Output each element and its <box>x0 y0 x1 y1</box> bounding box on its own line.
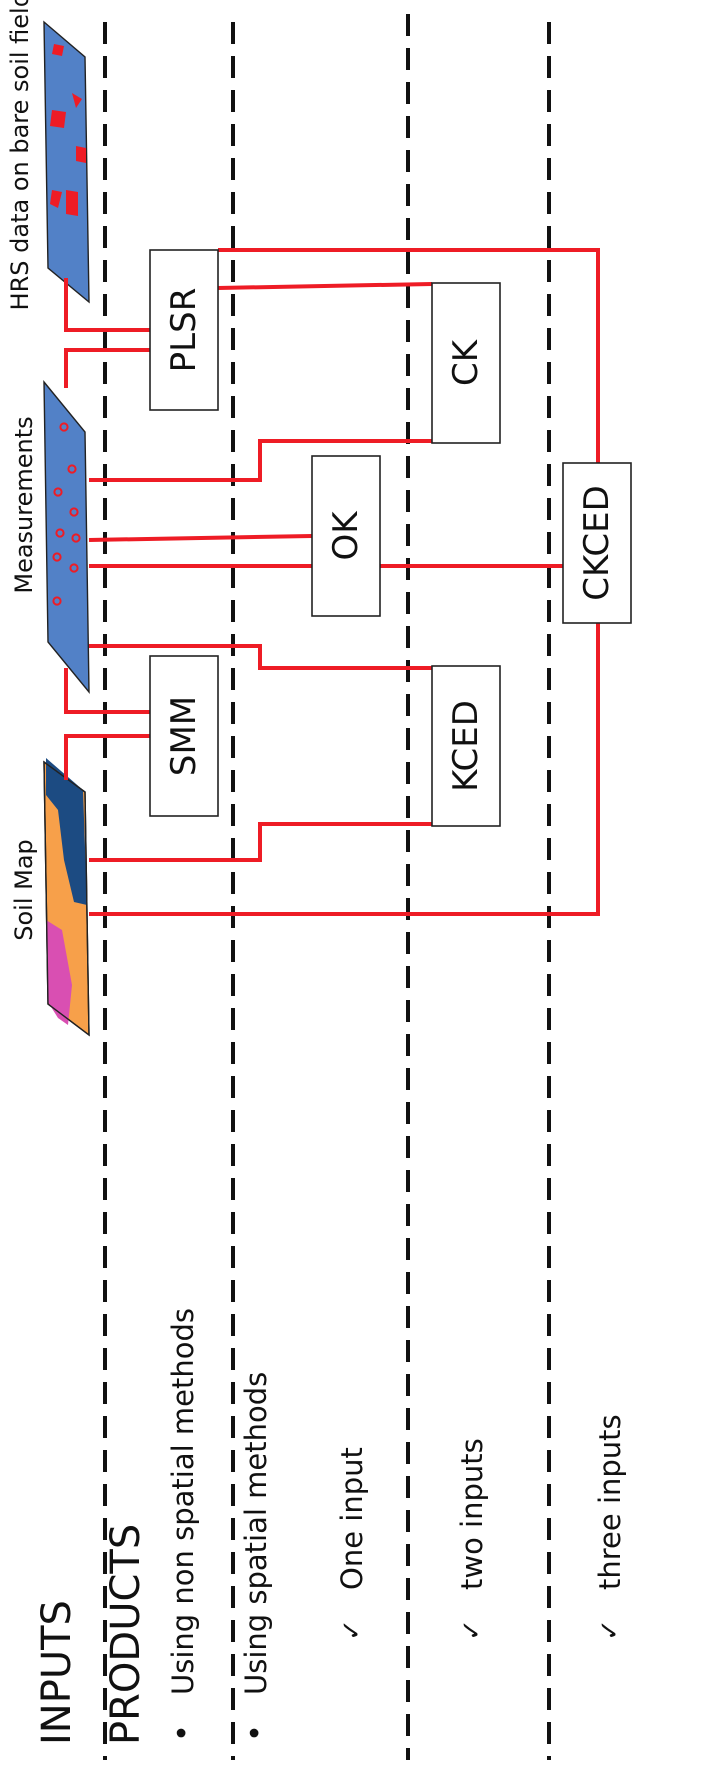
link-soilmap-ckced <box>89 622 600 916</box>
smm-label: SMM <box>164 696 204 776</box>
ok-label: OK <box>326 510 366 561</box>
one-input-label: One input <box>335 1447 369 1590</box>
measurement-point <box>69 563 79 573</box>
link-hrs-plsr <box>64 278 150 332</box>
link-measurements-ok-upper <box>88 534 313 542</box>
soil-map-outline <box>43 760 90 1037</box>
bare-soil-field <box>76 146 86 163</box>
bare-soil-field <box>52 44 64 56</box>
check-three-inputs: ✓ <box>595 1619 625 1641</box>
spatial-methods-label: Using spatial methods <box>239 1372 273 1695</box>
soil-map-navy-area <box>46 758 87 905</box>
ck-box <box>431 282 501 444</box>
method-box-ckced[interactable]: CKCED <box>562 462 632 624</box>
dashed-separators <box>103 14 551 1760</box>
method-box-plsr[interactable]: PLSR <box>149 249 219 411</box>
hrs-layer <box>43 20 90 304</box>
link-plsr-ck <box>217 282 433 290</box>
link-hrs-ckced <box>218 248 600 463</box>
three-inputs-label: three inputs <box>593 1414 627 1590</box>
measurement-point <box>67 464 77 474</box>
link-measurements-ck <box>89 439 432 482</box>
measurement-point <box>55 528 65 538</box>
measurement-point <box>52 552 62 562</box>
measurement-points <box>52 422 81 606</box>
bare-soil-fields <box>50 44 86 216</box>
two-inputs-label: two inputs <box>455 1438 489 1590</box>
plsr-label: PLSR <box>164 288 204 373</box>
bare-soil-field <box>66 190 78 216</box>
measurements-plane <box>43 380 90 694</box>
measurements-layer <box>43 380 90 694</box>
smm-box <box>149 655 219 817</box>
link-soilmap-kced <box>89 822 432 862</box>
bare-soil-field <box>50 190 62 208</box>
non-spatial-methods-label: Using non spatial methods <box>166 1308 200 1695</box>
bullet-non-spatial: • <box>166 1724 201 1742</box>
link-measurements-plsr <box>64 348 150 388</box>
ok-box <box>311 455 381 617</box>
ckced-label: CKCED <box>577 485 617 601</box>
link-measurements-kced <box>89 644 432 670</box>
kced-box <box>431 665 501 827</box>
link-measurements-smm <box>64 668 150 714</box>
method-box-ck[interactable]: CK <box>431 282 501 444</box>
method-box-kced[interactable]: KCED <box>431 665 501 827</box>
inputs-heading: INPUTS <box>34 1600 80 1745</box>
method-box-ok[interactable]: OK <box>311 455 381 617</box>
hrs-input-label: HRS data on bare soil fields <box>6 0 34 310</box>
flow-lines <box>64 248 600 916</box>
check-two-inputs: ✓ <box>457 1619 487 1641</box>
bare-soil-field <box>72 93 82 108</box>
kced-label: KCED <box>446 700 486 792</box>
measurement-point <box>69 507 79 517</box>
check-one-input: ✓ <box>337 1619 367 1641</box>
measurement-point <box>53 487 63 497</box>
measurement-point <box>52 596 62 606</box>
bullet-spatial: • <box>239 1724 274 1742</box>
soil-map-input-label: Soil Map <box>10 839 38 941</box>
measurements-input-label: Measurements <box>10 416 38 593</box>
bare-soil-field <box>50 110 66 128</box>
measurement-point <box>59 422 69 432</box>
hrs-plane <box>43 20 90 304</box>
method-box-smm[interactable]: SMM <box>149 655 219 817</box>
soil-map-layer <box>43 758 90 1037</box>
products-heading: PRODUCTS <box>103 1524 149 1745</box>
plsr-box <box>149 249 219 411</box>
soil-map-pink-area <box>46 920 72 1025</box>
measurement-point <box>71 533 81 543</box>
ckced-box <box>562 462 632 624</box>
ck-label: CK <box>446 338 486 386</box>
link-soilmap-smm <box>64 734 150 780</box>
